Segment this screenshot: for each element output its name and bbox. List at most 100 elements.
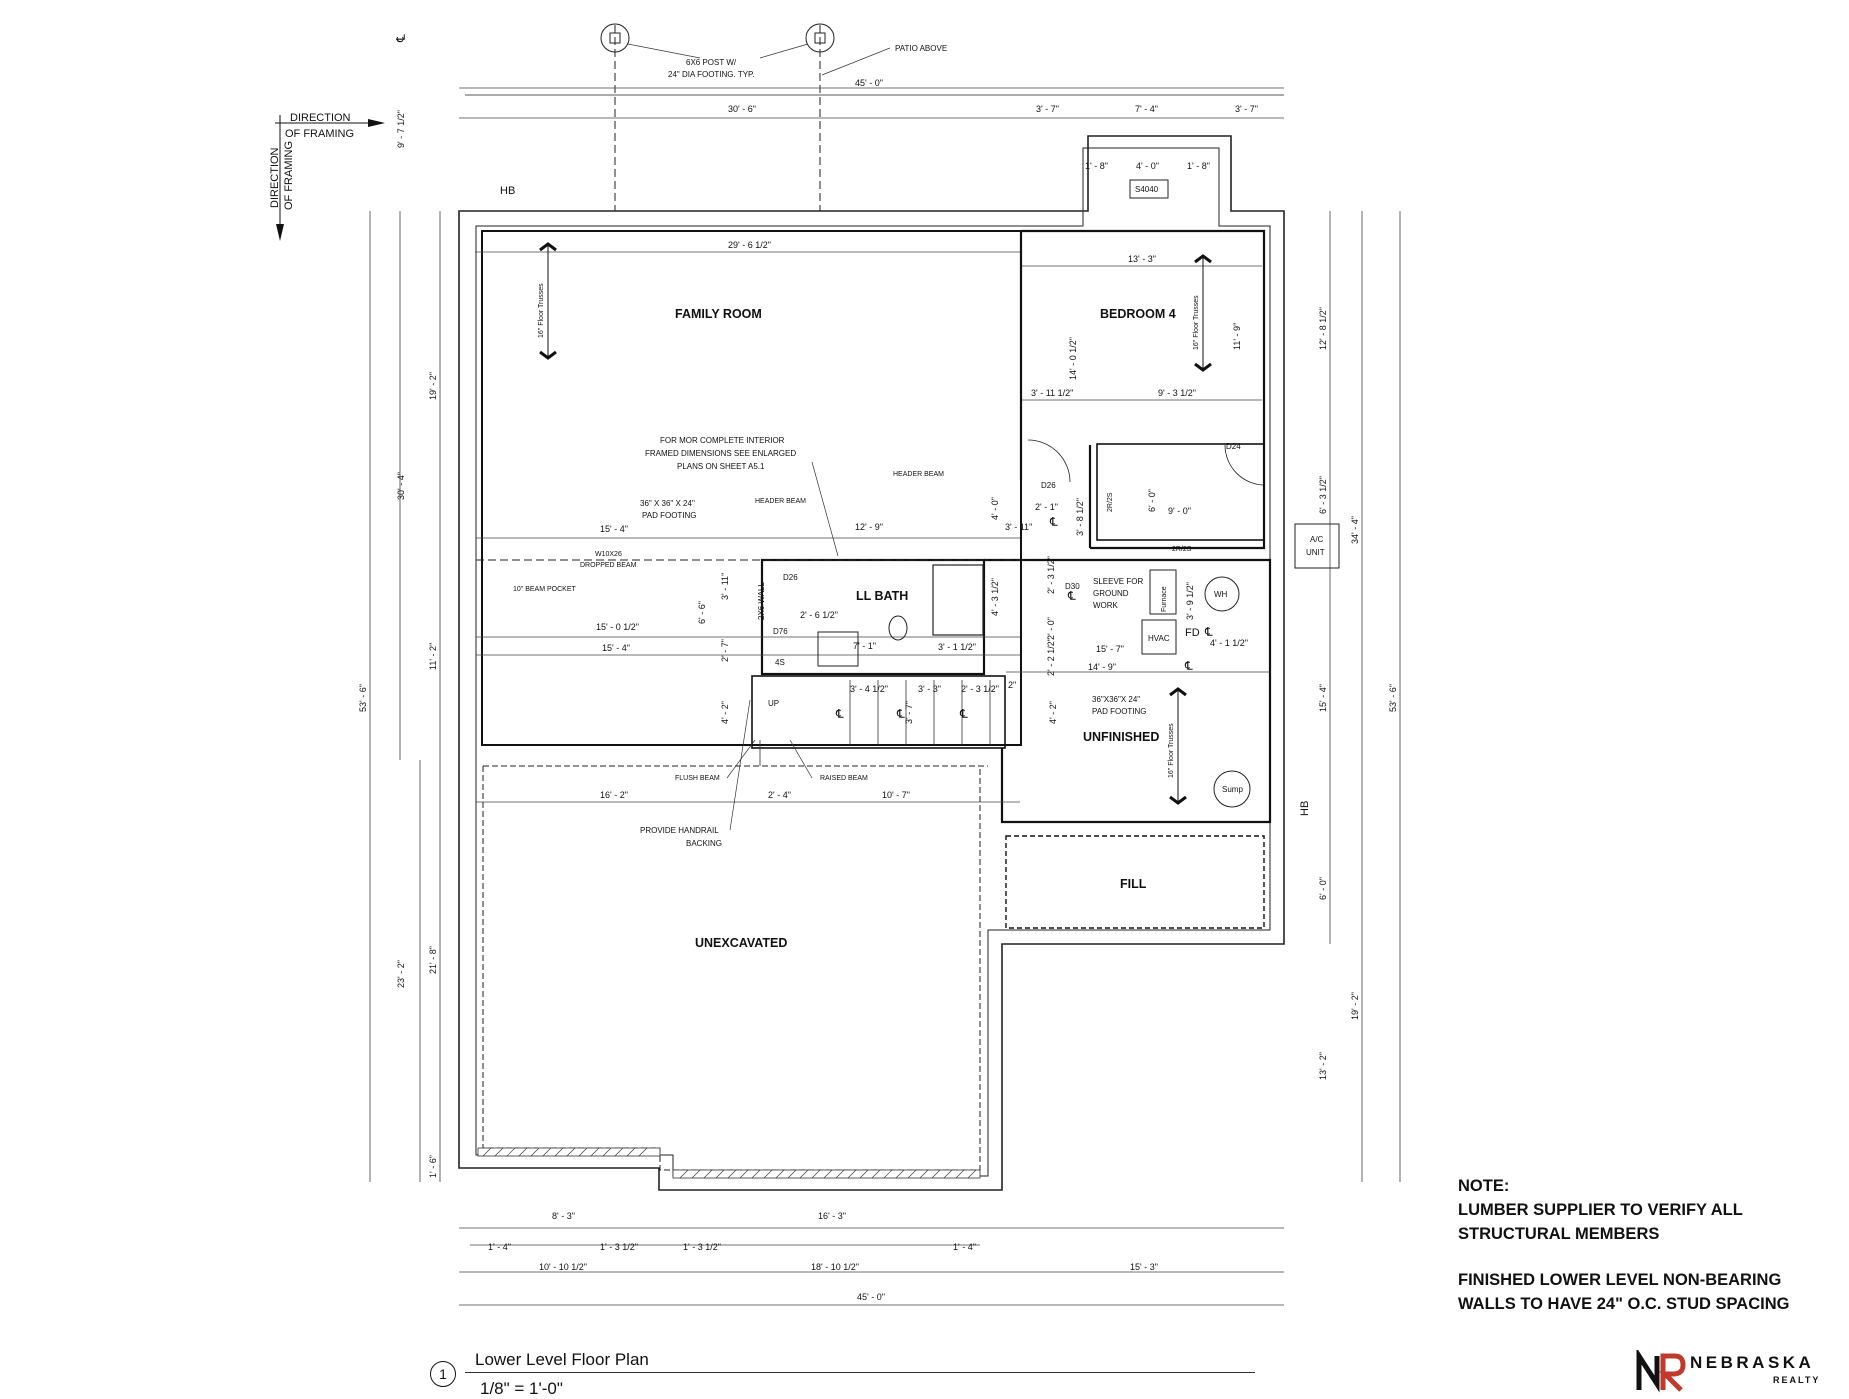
logo-sub: REALTY xyxy=(1773,1375,1821,1385)
dim-bot-d: 1' - 3 1/2" xyxy=(600,1242,638,1252)
dim-left-overall: 53' - 6" xyxy=(358,684,368,712)
flush-beam: FLUSH BEAM xyxy=(675,775,720,782)
sump-pit xyxy=(1213,770,1251,808)
code-4s: 4S xyxy=(775,658,785,667)
up-label: UP xyxy=(768,699,779,708)
dim-right-g: 13' - 2" xyxy=(1318,1052,1328,1080)
door-d26-bed: D26 xyxy=(1041,481,1056,490)
dim-bay-c: 1' - 8" xyxy=(1187,161,1210,171)
dim-mid-ae: 4' - 1 1/2" xyxy=(1210,638,1248,648)
leader-raised xyxy=(789,739,813,779)
cl-mark-6: ℄ xyxy=(959,707,968,721)
general-notes: NOTE: LUMBER SUPPLIER TO VERIFY ALL STRU… xyxy=(1458,1174,1789,1316)
dim-bot-h: 18' - 10 1/2" xyxy=(811,1262,859,1272)
room-family: FAMILY ROOM xyxy=(675,307,762,321)
dim-bed-a: 3' - 11 1/2" xyxy=(1031,388,1073,398)
door-swing-closet xyxy=(1224,444,1266,486)
foundation-walls xyxy=(458,135,1285,1191)
door-d26-bath: D26 xyxy=(783,573,798,582)
title-rule xyxy=(465,1372,1255,1373)
dim-bed-d1: 14' - 0 1/2" xyxy=(1068,337,1078,380)
nr-mark-icon xyxy=(1636,1350,1686,1393)
truss-arrows xyxy=(539,242,1212,805)
note-line-1: LUMBER SUPPLIER TO VERIFY ALL xyxy=(1458,1201,1743,1219)
leader-patio xyxy=(821,47,891,76)
hvac-unit xyxy=(1141,619,1177,655)
beam-pocket: 10" BEAM POCKET xyxy=(513,586,577,593)
cl-mark-3: ℄ xyxy=(1184,659,1193,673)
logo-word: NEBRASKA xyxy=(1690,1353,1815,1372)
dim-bot-e: 1' - 3 1/2" xyxy=(683,1242,721,1252)
toilet xyxy=(888,615,908,641)
dim-right-d: 15' - 4" xyxy=(1318,684,1328,712)
leader-post xyxy=(627,43,701,59)
door-swing-bedroom xyxy=(1027,439,1071,483)
leader-flush xyxy=(726,739,756,779)
dim-mid-q: 16' - 2" xyxy=(600,790,628,800)
dim-right-b: 12' - 8 1/2" xyxy=(1318,307,1328,350)
ac-unit-1: A/C xyxy=(1310,535,1324,544)
dimension-lines xyxy=(369,87,1401,1306)
dim-top-overall: 45' - 0" xyxy=(855,78,883,88)
sleeve-2: GROUND xyxy=(1093,589,1129,598)
interior-note-1: FOR MOR COMPLETE INTERIOR xyxy=(660,436,785,445)
note-line-4: WALLS TO HAVE 24" O.C. STUD SPACING xyxy=(1458,1295,1790,1313)
dim-mid-u: 3' - 11" xyxy=(1005,522,1032,532)
trusses-bedroom: 16" Floor Trusses xyxy=(1193,295,1200,350)
dim-mid-ad: 3' - 9 1/2" xyxy=(1185,582,1195,620)
door-d24: D24 xyxy=(1226,442,1241,451)
dim-mid-m: 3' - 3" xyxy=(918,684,941,694)
dim-mid-r: 2' - 4" xyxy=(768,790,791,800)
bay-window-box xyxy=(1129,179,1169,199)
sleeve-1: SLEEVE FOR xyxy=(1093,577,1143,586)
dim-mid-i: 2' - 6 1/2" xyxy=(800,610,838,620)
cl-mark-8: ℄ xyxy=(394,34,408,43)
dim-bot-overall: 45' - 0" xyxy=(857,1292,885,1302)
beam-lines xyxy=(465,25,1284,561)
note-line-2: STRUCTURAL MEMBERS xyxy=(1458,1225,1660,1243)
sump-label: Sump xyxy=(1222,785,1243,794)
dim-left-b: 19' - 2" xyxy=(428,372,438,400)
dim-left-f: 1' - 6" xyxy=(428,1155,438,1178)
hvac-label: HVAC xyxy=(1148,634,1170,643)
dim-mid-z: 2' - 2 1/2" xyxy=(1046,638,1056,676)
hatch-strips xyxy=(477,1147,981,1179)
dim-mid-k: 3' - 1 1/2" xyxy=(938,642,976,652)
furnace-label: Furnace xyxy=(1161,586,1168,612)
cl-mark-1: ℄ xyxy=(1049,515,1058,529)
dim-top-left: 30' - 6" xyxy=(728,104,756,114)
handrail-2: BACKING xyxy=(686,839,722,848)
dim-mid-f: 6' - 6" xyxy=(697,601,707,624)
room-fill: FILL xyxy=(1120,877,1147,891)
dim-bot-i: 15' - 3" xyxy=(1130,1262,1158,1272)
dim-mid-o: 3' - 7" xyxy=(904,701,914,724)
dim-mid-w: 3' - 8 1/2" xyxy=(1075,498,1085,536)
cl-mark-2: ℄ xyxy=(1067,589,1076,603)
callout-post-1: 6X6 POST W/ xyxy=(686,58,737,67)
pad-footing-1b: PAD FOOTING xyxy=(642,511,697,520)
dim-mid-j: 7' - 1" xyxy=(853,641,876,651)
dim-right-overall: 53' - 6" xyxy=(1388,684,1398,712)
room-bedroom: BEDROOM 4 xyxy=(1100,307,1176,321)
ac-unit-box xyxy=(1294,523,1340,569)
leader-handrail xyxy=(729,699,751,831)
trusses-family: 16" Floor Trusses xyxy=(538,283,545,338)
interior-walls xyxy=(481,229,1272,929)
dim-bot-g: 10' - 10 1/2" xyxy=(539,1262,587,1272)
shower xyxy=(932,564,984,636)
dim-mid-ah: 9' - 0" xyxy=(1168,506,1191,516)
post-footing-right xyxy=(805,23,835,53)
dim-bed-d2: 11' - 9" xyxy=(1232,323,1242,350)
stair-treads xyxy=(759,680,991,766)
pad-footing-2a: 36"X36"X 24" xyxy=(1092,695,1140,704)
dim-mid-aa: 4' - 3 1/2" xyxy=(990,578,1000,616)
pad-footing-1a: 36" X 36" X 24" xyxy=(640,499,695,508)
w10-2: DROPPED BEAM xyxy=(580,562,637,569)
dim-top-a: 3' - 7" xyxy=(1036,104,1059,114)
dim-mid-ag: 6' - 0" xyxy=(1147,489,1157,512)
note-heading: NOTE: xyxy=(1458,1177,1510,1195)
dim-right-f: 19' - 2" xyxy=(1350,992,1360,1020)
direction-arrows xyxy=(276,119,385,241)
dim-left-c: 11' - 2" xyxy=(428,643,438,670)
dim-right-a: 34' - 4" xyxy=(1350,516,1360,544)
